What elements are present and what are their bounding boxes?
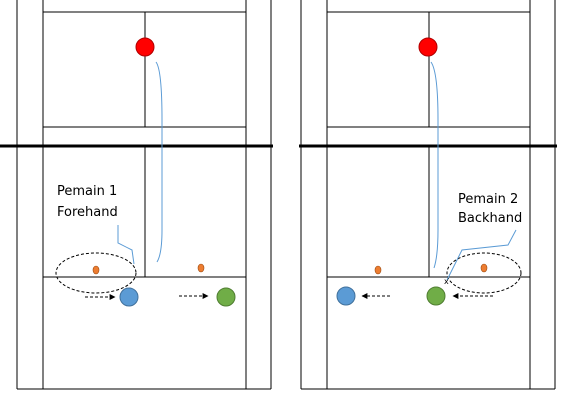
callout-line bbox=[117, 225, 135, 265]
movement-loop bbox=[446, 252, 522, 294]
cone-marker-left bbox=[92, 265, 100, 275]
court-lines bbox=[299, 0, 557, 390]
court-lines bbox=[0, 0, 273, 390]
player-1-blue bbox=[119, 287, 139, 307]
shuttle-path bbox=[430, 61, 439, 269]
left-court: Pemain 1 Forehand bbox=[0, 0, 273, 390]
player-1-blue bbox=[336, 286, 356, 306]
right-court: x Pemain 2 Backhand bbox=[299, 0, 557, 390]
opponent-marker bbox=[418, 37, 438, 57]
cone-marker-right bbox=[197, 263, 205, 273]
callout-x-mark: x bbox=[444, 277, 449, 286]
player-2-green bbox=[426, 286, 446, 306]
callout-line bbox=[446, 229, 517, 281]
shuttle-path bbox=[155, 61, 163, 263]
cone-marker-right bbox=[480, 263, 488, 273]
callout-label-line2: Forehand bbox=[57, 205, 118, 220]
opponent-marker bbox=[135, 37, 155, 57]
cone-marker-left bbox=[374, 265, 382, 275]
player-2-green bbox=[216, 287, 236, 307]
callout-label-line2: Backhand bbox=[458, 211, 522, 226]
callout-label-line1: Pemain 1 bbox=[57, 184, 117, 199]
callout-label-line1: Pemain 2 bbox=[458, 192, 518, 207]
movement-loop bbox=[55, 252, 137, 294]
